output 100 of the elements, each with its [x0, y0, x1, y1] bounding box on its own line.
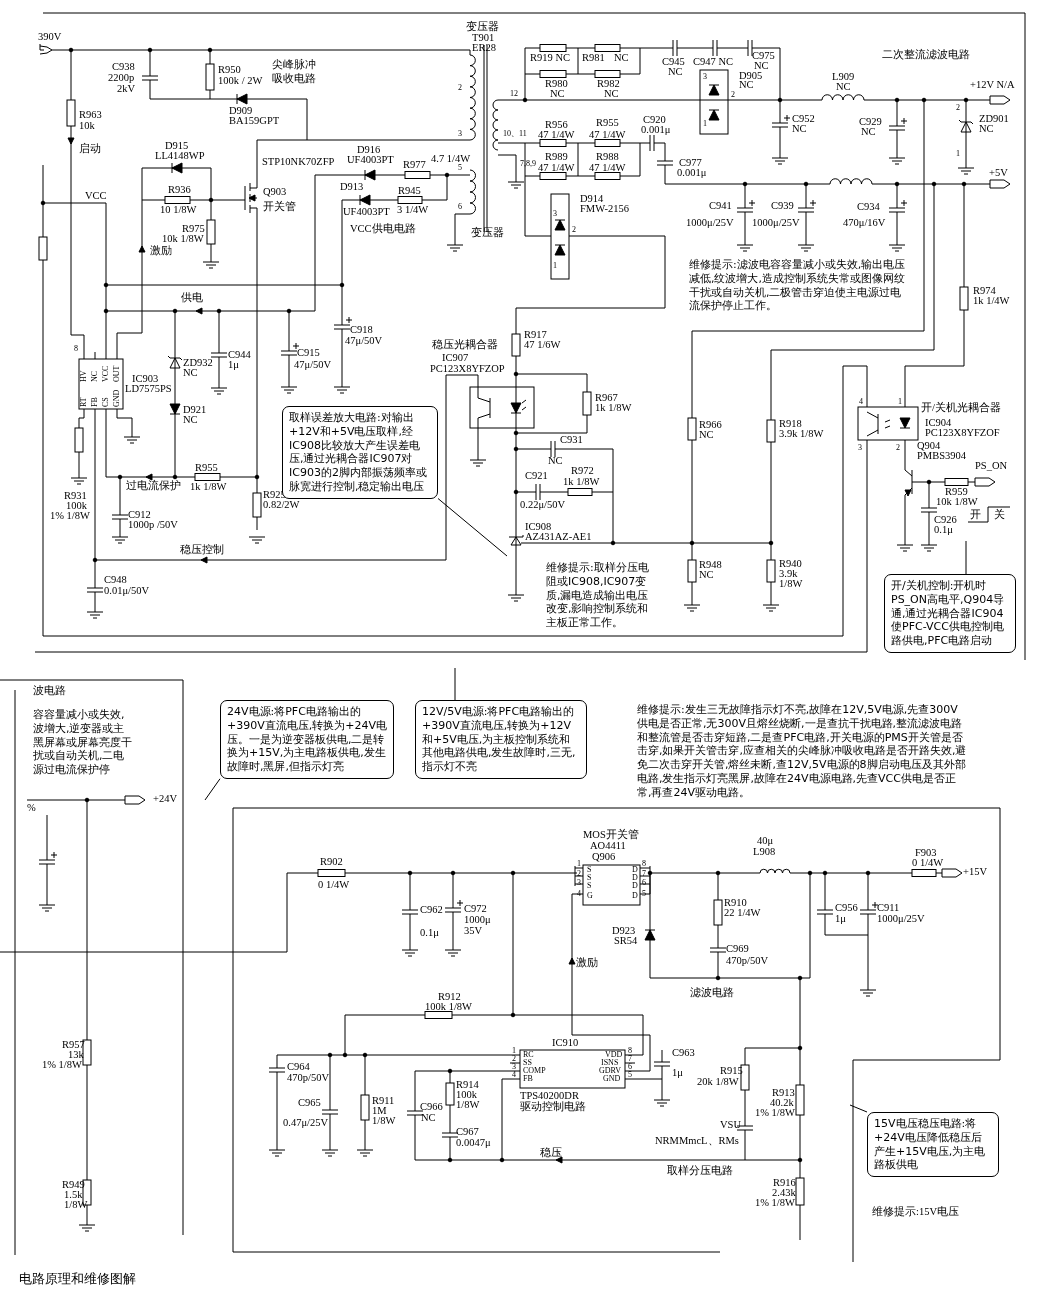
component-label: 1/8W — [372, 1116, 396, 1127]
component-label: 3 1/4W — [397, 205, 429, 216]
pin-label: GND — [603, 1075, 621, 1083]
component-label: C918 — [350, 325, 373, 336]
pin-label: 6 — [458, 203, 462, 211]
component-label: 1000μ/25V — [686, 218, 734, 229]
component-label: NC — [421, 1113, 436, 1124]
component-label: C920 — [643, 115, 666, 126]
component-label: 激励 — [150, 246, 172, 257]
component-label: C931 — [560, 435, 583, 446]
component-label: 0.001μ — [677, 168, 707, 179]
component-label: NC — [792, 124, 807, 135]
pin-label: 3 — [512, 1063, 516, 1071]
component-label: NC — [754, 61, 769, 72]
component-label: R931 — [64, 491, 87, 502]
component-label: 稳压 — [540, 1148, 562, 1159]
component-label: 1000μ/25V — [752, 218, 800, 229]
component-label: 0.1μ — [934, 525, 953, 536]
component-label: 100k 1/8W — [425, 1002, 472, 1013]
pin-label: 5 — [628, 1071, 632, 1079]
component-label: NC — [699, 570, 714, 581]
component-label: R917 — [524, 330, 547, 341]
pin-label: S — [587, 866, 592, 874]
component-label: 13k — [68, 1050, 84, 1061]
component-label: R949 — [62, 1180, 85, 1191]
pin-label: 3 — [553, 210, 557, 218]
pin-label: 4 — [577, 890, 581, 898]
pin-label: 4 — [859, 398, 863, 406]
component-label: NC — [739, 80, 754, 91]
component-label: PS_ON — [975, 461, 1008, 472]
component-label: R959 — [945, 487, 968, 498]
component-label: R957 — [62, 1040, 85, 1051]
component-label: 1.5k — [64, 1190, 83, 1201]
component-label: C934 — [857, 202, 880, 213]
leader-line — [849, 1104, 868, 1113]
component-label: D909 — [229, 106, 253, 117]
component-label: 10k 1/8W — [162, 234, 204, 245]
pin-label: 1 — [512, 1047, 516, 1055]
component-label: +15V — [963, 867, 987, 878]
pin-label: G — [587, 892, 593, 900]
component-label: 10 1/8W — [160, 205, 197, 216]
callout-box: 12V/5V电源:将PFC电路输出的+390V直流电压,转换为+12V和+5V电压,为主板控制系统和其他电路供电,发生故障时,三无,指示灯不亮 — [415, 700, 587, 779]
component-label: 开/关机光耦合器 — [921, 403, 1001, 414]
component-label: R955 — [596, 118, 619, 129]
component-label: 开 — [970, 510, 981, 521]
pin-label: GND — [113, 389, 121, 407]
component-label: C947 NC — [693, 57, 733, 68]
component-label: D913 — [340, 182, 364, 193]
component-label: C967 — [456, 1127, 479, 1138]
component-label: 1μ — [228, 360, 239, 371]
note-text: 维修提示:滤波电容容量减小或失效,输出电压减低,纹波增大,造成控制系统失常或图像网纹干扰或自动关机,二极管击穿迫使主电源过电流保护停止工作。 — [689, 258, 907, 313]
component-label: 47 1/4W — [538, 163, 575, 174]
component-label: 47μ/50V — [294, 360, 332, 371]
component-label: C938 — [112, 62, 135, 73]
component-label: 1000p /50V — [128, 520, 178, 531]
component-label: R940 — [779, 559, 802, 570]
pin-label: S — [587, 874, 592, 882]
component-label: 0.001μ — [641, 125, 671, 136]
component-label: IC903 — [132, 374, 159, 385]
component-label: C921 — [525, 471, 548, 482]
pin-label: 2 — [731, 91, 735, 99]
component-label: C962 — [420, 905, 443, 916]
component-label: VCC — [85, 191, 107, 202]
component-label: AO4411 — [590, 841, 626, 852]
component-label: R975 — [182, 224, 205, 235]
component-label: 22 1/4W — [724, 908, 761, 919]
component-label: R916 — [773, 1178, 796, 1189]
pin-label: 2 — [577, 870, 581, 878]
pin-label: COMP — [523, 1067, 546, 1075]
component-label: NC — [548, 456, 563, 467]
pin-label: 2 — [512, 1055, 516, 1063]
component-label: R914 — [456, 1080, 479, 1091]
component-label: +12V N/A — [970, 80, 1015, 91]
leader-line — [965, 540, 967, 575]
component-label: C977 — [679, 158, 702, 169]
component-label: 1/8W — [779, 579, 803, 590]
pin-label: 10、11 — [503, 130, 527, 138]
component-label: 1% 1/8W — [42, 1060, 82, 1071]
component-label: 稳压控制 — [180, 545, 224, 556]
component-label: C912 — [128, 510, 151, 521]
component-label: R950 — [218, 65, 241, 76]
component-label: 变压器 — [466, 22, 499, 33]
component-label: FMW-2156 — [580, 204, 629, 215]
pin-label: OUT — [113, 365, 121, 382]
component-label: 2200p — [108, 73, 135, 84]
pin-label: VDD — [605, 1051, 623, 1059]
component-label: 3.9k — [779, 569, 798, 580]
component-label: LD7575PS — [125, 384, 172, 395]
pin-label: 3 — [577, 879, 581, 887]
component-label: IC910 — [552, 1038, 579, 1049]
component-label: 4.7 1/4W — [431, 154, 471, 164]
component-label: AZ431AZ-AE1 — [525, 532, 592, 543]
component-label: R977 — [403, 160, 426, 171]
pin-label: 4 — [512, 1071, 516, 1079]
component-label: C929 — [859, 117, 882, 128]
component-label: NC — [614, 53, 629, 64]
component-label: PC123X8YFZOP — [430, 364, 505, 375]
component-label: 20k 1/8W — [697, 1077, 739, 1088]
component-label: R988 — [596, 152, 619, 163]
component-label: D923 — [612, 926, 636, 937]
